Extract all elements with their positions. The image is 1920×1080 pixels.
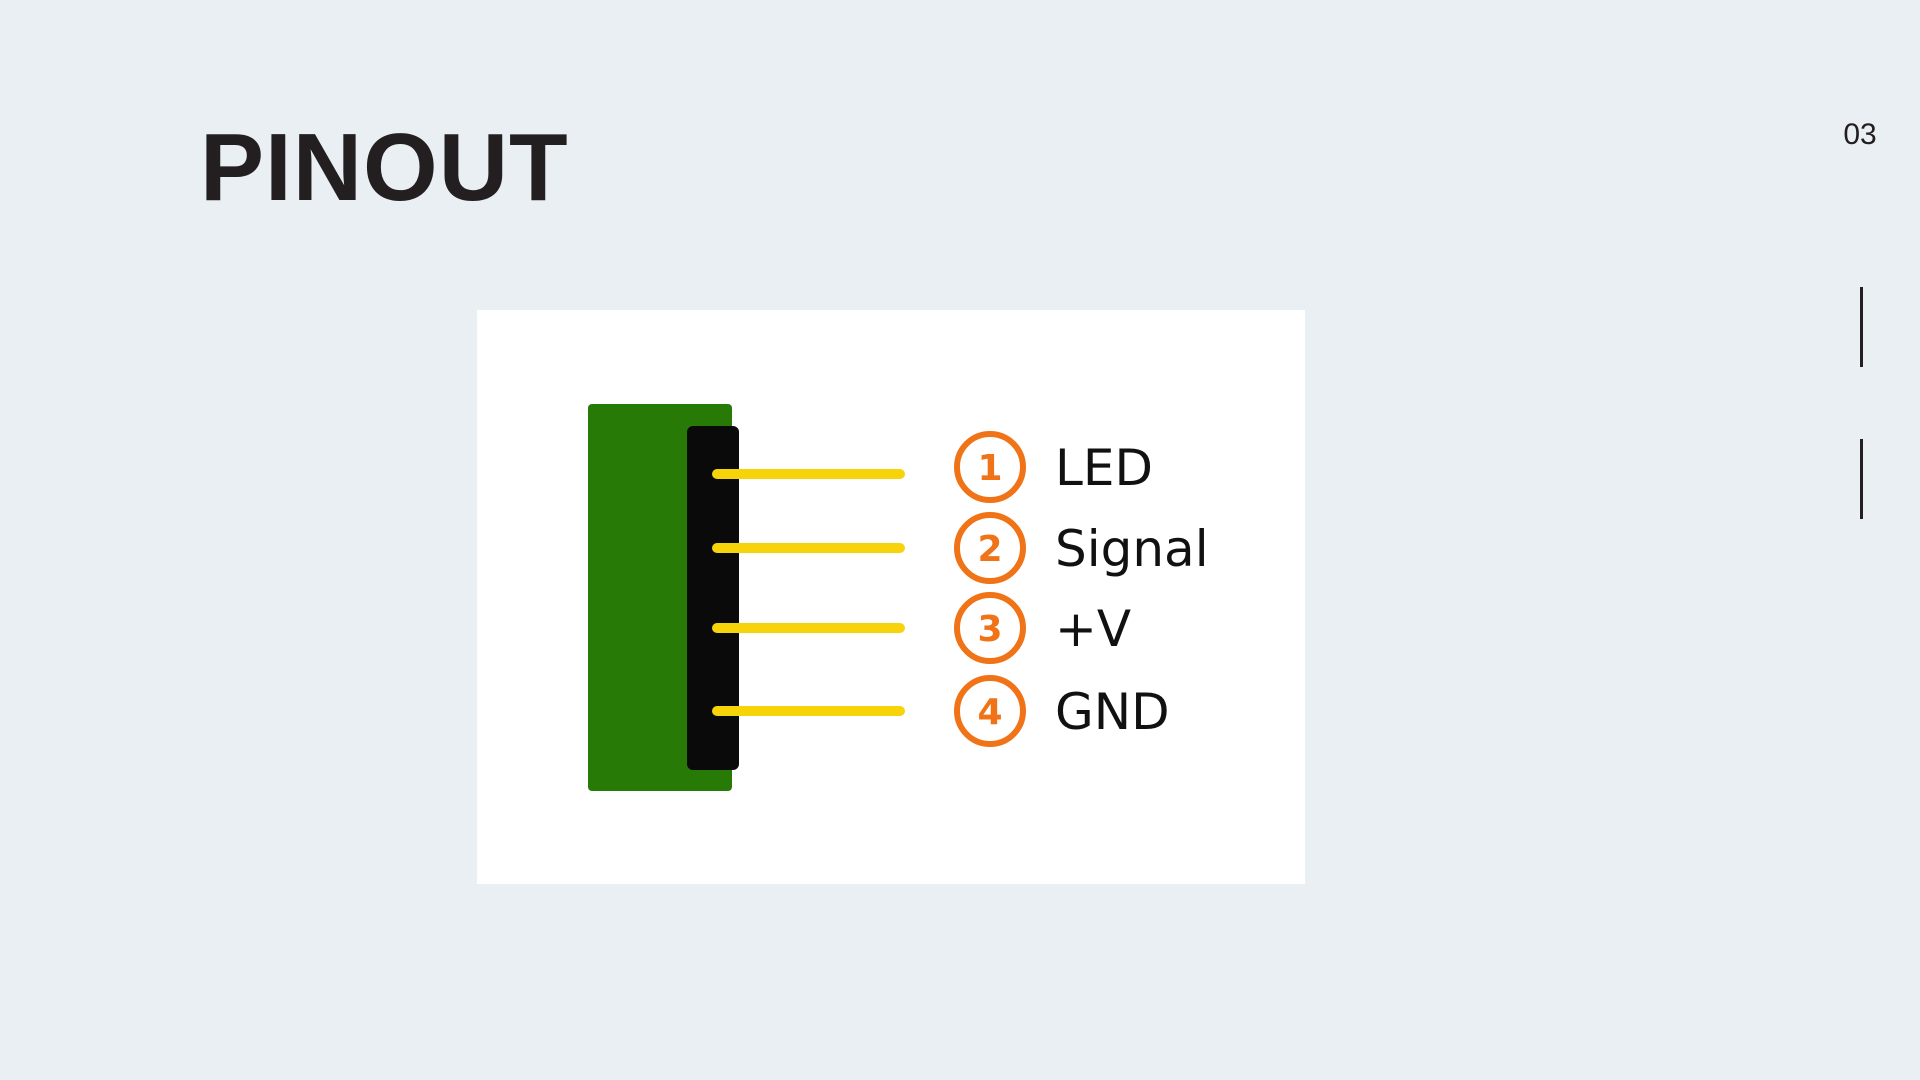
pin-4: 4 GND [712,675,1170,747]
pin-1-number-badge [954,431,1026,503]
pin-3: 3 +V [712,592,1131,664]
pin-2-label: Signal [1055,520,1209,578]
pinout-diagram-svg: 1 LED 2 Signal 3 +V 4 GND [588,404,1209,791]
side-divider-line [1860,287,1863,367]
pin-2: 2 Signal [712,512,1209,584]
pin-3-number-badge [954,592,1026,664]
pin-4-number: 4 [977,692,1002,733]
pin-1-label: LED [1055,439,1153,497]
pin-2-number: 2 [977,529,1002,570]
pin-3-number: 3 [977,609,1002,650]
pin-3-label: +V [1055,600,1131,658]
pinout-diagram: 1 LED 2 Signal 3 +V 4 GND [477,310,1305,884]
pin-4-label: GND [1055,683,1170,741]
pin-header [687,426,739,770]
slide-title: PINOUT [200,114,569,221]
pin-2-number-badge [954,512,1026,584]
pin-1-number: 1 [977,448,1002,489]
pin-4-number-badge [954,675,1026,747]
pin-1: 1 LED [712,431,1153,503]
page-number: 03 [1843,118,1877,151]
side-divider-line [1860,439,1863,519]
